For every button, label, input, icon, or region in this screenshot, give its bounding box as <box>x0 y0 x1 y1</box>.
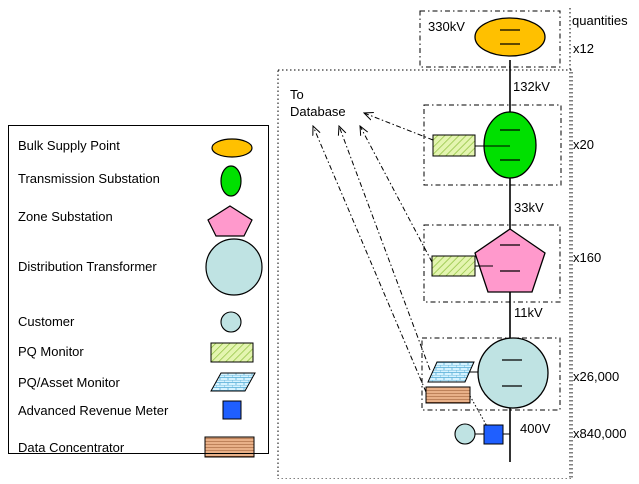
database-label-line2: Database <box>290 104 346 119</box>
legend-label-customer: Customer <box>18 314 75 329</box>
legend-label-pq-monitor: PQ Monitor <box>18 344 84 359</box>
zone-substation-pentagon <box>474 228 546 293</box>
network-boundary-frame <box>277 69 573 480</box>
striped-rectangle-icon <box>204 436 255 458</box>
zone-voltage-label: 33kV <box>514 200 544 215</box>
legend-label-revenue-meter: Advanced Revenue Meter <box>18 403 169 418</box>
blue-square-icon <box>222 400 242 420</box>
revenue-meter <box>483 424 504 445</box>
legend-label-transmission: Transmission Substation <box>18 171 160 186</box>
legend-label-bulk-supply: Bulk Supply Point <box>18 138 120 153</box>
zone-box <box>423 224 561 303</box>
legend-label-pq-asset-monitor: PQ/Asset Monitor <box>18 375 120 390</box>
small-teal-circle-icon <box>220 311 242 333</box>
data-concentrator <box>425 386 471 404</box>
transmission-voltage-label: 132kV <box>513 79 550 94</box>
bulk-supply-voltage-label: 330kV <box>428 19 465 34</box>
yellow-ellipse-icon <box>211 138 253 158</box>
transmission-pq-monitor <box>432 134 476 157</box>
brick-parallelogram-icon <box>210 372 256 392</box>
arrow-transmission-to-database <box>364 113 434 141</box>
teal-circle-icon <box>205 238 263 296</box>
arrow-zone-to-database <box>360 126 433 263</box>
pink-pentagon-icon <box>207 205 253 237</box>
customer-quantity: x840,000 <box>573 426 627 441</box>
concentrator-to-meter-link <box>469 395 489 429</box>
arrow-pq-asset-to-database <box>339 126 431 371</box>
hatched-rectangle-icon <box>210 342 254 363</box>
arrow-concentrator-to-database <box>313 126 427 393</box>
customer-voltage-label: 400V <box>520 421 551 436</box>
zone-quantity: x160 <box>573 250 602 265</box>
zone-pq-monitor <box>431 255 476 277</box>
legend-label-distribution: Distribution Transformer <box>18 259 157 274</box>
legend-label-zone: Zone Substation <box>18 209 113 224</box>
database-label-line1: To <box>290 87 304 102</box>
green-ellipse-icon <box>220 165 242 197</box>
bulk-supply-box <box>419 10 561 68</box>
transmission-quantity: x20 <box>573 137 594 152</box>
quantities-header: quantities <box>572 13 628 28</box>
distribution-voltage-label: 11kV <box>514 305 543 320</box>
legend-label-data-concentrator: Data Concentrator <box>18 440 125 455</box>
customer-circle <box>454 423 476 445</box>
bulk-supply-point-ellipse <box>474 17 546 57</box>
transmission-substation-ellipse <box>483 111 537 179</box>
transmission-box <box>423 104 562 186</box>
bulk-supply-quantity: x12 <box>573 41 594 56</box>
pq-asset-monitor <box>427 361 475 383</box>
distribution-transformer-circle <box>477 337 549 409</box>
distribution-box <box>421 337 561 411</box>
distribution-quantity: x26,000 <box>573 369 620 384</box>
legend <box>8 125 269 454</box>
